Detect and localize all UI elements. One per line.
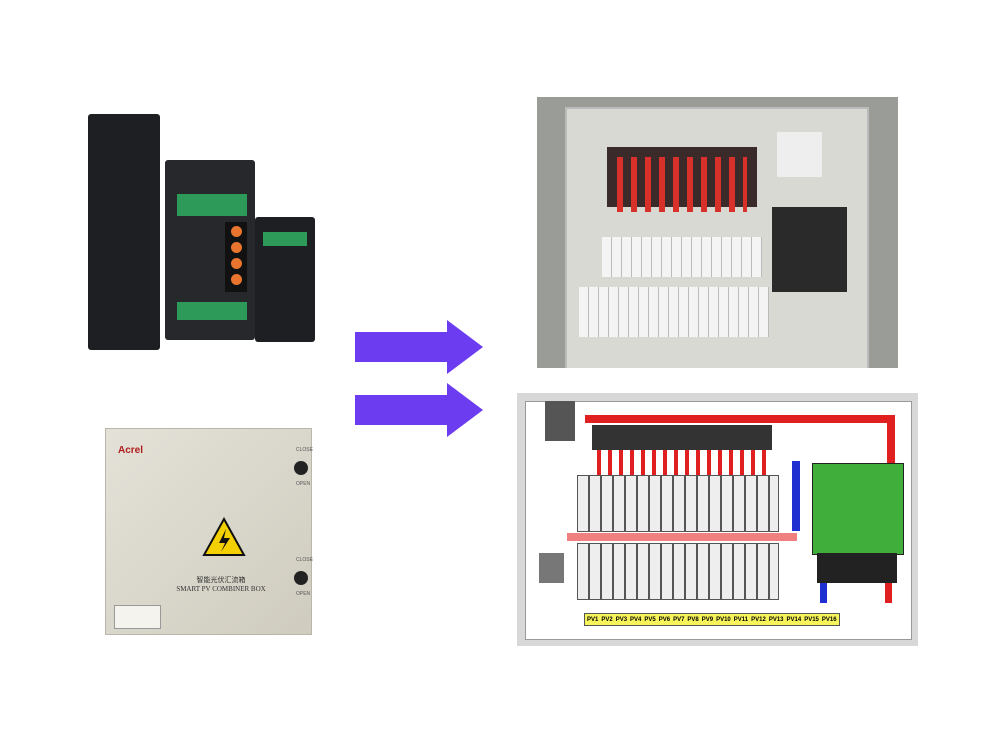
- fuse-block: [592, 425, 772, 450]
- terminal-block: [263, 232, 307, 246]
- pv-label: PV15: [804, 616, 819, 623]
- red-wiring: [617, 157, 747, 212]
- terminal-block: [177, 302, 247, 320]
- monitor-module: [545, 401, 575, 441]
- control-panel: [225, 222, 247, 292]
- knob-bottom: [294, 571, 308, 585]
- pv-string-labels: PV1 PV2 PV3 PV4 PV5 PV6 PV7 PV8 PV9 PV10…: [584, 613, 840, 626]
- combiner-box-layout-diagram: [517, 393, 918, 646]
- positive-output: [885, 583, 892, 603]
- pv-monitoring-modules-image: [85, 112, 320, 352]
- pv-label: PV8: [687, 616, 699, 623]
- pv-label: PV12: [751, 616, 766, 623]
- pv-label: PV10: [716, 616, 731, 623]
- blue-bus-bar: [792, 461, 800, 531]
- pv-label: PV9: [701, 616, 714, 623]
- pv-label: PV4: [630, 616, 642, 623]
- module-large: [88, 114, 160, 350]
- brand-logo: Acrel: [118, 445, 144, 456]
- close-label: CLOSE: [296, 557, 313, 563]
- combiner-box-image: Acrel CLOSE OPEN CLOSE OPEN 智能光伏汇流箱 SMAR…: [105, 428, 313, 635]
- nameplate: [114, 605, 161, 629]
- open-label: OPEN: [296, 591, 311, 597]
- pv-label: PV11: [733, 616, 749, 623]
- box-title-cn: 智能光伏汇流箱: [196, 577, 246, 584]
- terminal-block: [177, 194, 247, 216]
- main-breaker-terminals: [817, 553, 897, 583]
- pv-label: PV6: [658, 616, 671, 623]
- close-label: CLOSE: [296, 447, 313, 453]
- pink-bus-bar: [567, 533, 797, 541]
- red-wires: [597, 450, 772, 475]
- breaker-row-top: [577, 475, 779, 532]
- pv-label: PV13: [768, 616, 784, 623]
- red-bus-bar: [887, 415, 895, 465]
- module-button: [231, 274, 242, 285]
- high-voltage-warning-icon: [202, 517, 246, 556]
- module-button: [231, 258, 242, 269]
- pv-label: PV16: [821, 616, 837, 623]
- module-button: [231, 242, 242, 253]
- terminal-block: [539, 553, 564, 583]
- main-breaker: [812, 463, 904, 555]
- pv-label: PV14: [786, 616, 802, 623]
- breaker-row: [602, 237, 762, 277]
- breaker-row: [579, 287, 769, 337]
- arrow-right-icon: [355, 383, 483, 437]
- pv-label: PV2: [601, 616, 613, 623]
- red-bus-bar: [585, 415, 895, 423]
- pv-label: PV5: [644, 616, 656, 623]
- surge-protector: [777, 132, 822, 177]
- module-button: [231, 226, 242, 237]
- arrow-right-icon: [355, 320, 483, 374]
- knob-top: [294, 461, 308, 475]
- negative-output: [820, 583, 827, 603]
- breaker-row-bottom: [577, 543, 779, 600]
- combiner-box-interior-photo: [537, 97, 898, 368]
- box-title-en: SMART PV COMBINER BOX: [176, 585, 266, 593]
- pv-label: PV7: [673, 616, 685, 623]
- open-label: OPEN: [296, 481, 311, 487]
- pv-label: PV3: [615, 616, 628, 623]
- pv-label: PV1: [587, 616, 599, 623]
- main-switch: [772, 207, 847, 292]
